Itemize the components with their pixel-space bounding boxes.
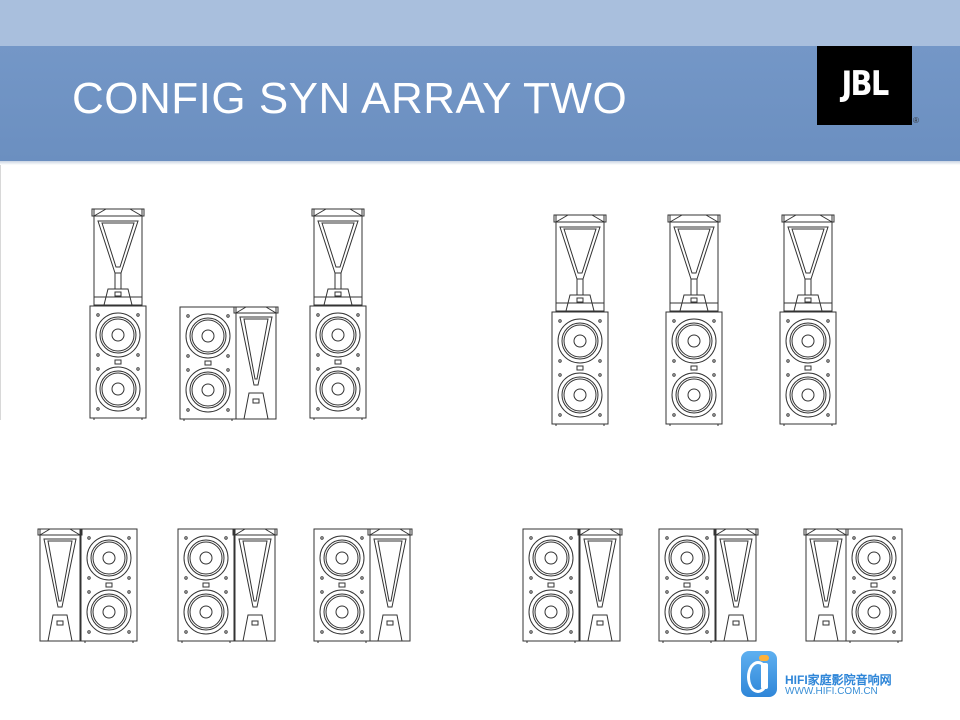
watermark-url: WWW.HIFI.COM.CN — [785, 686, 878, 697]
vertical-array-group-left — [90, 208, 366, 421]
header-top-band — [0, 0, 960, 46]
horn-left-cabinet — [37, 528, 137, 643]
woofer-cabinet — [552, 312, 608, 426]
jbl-logo: JBL — [817, 46, 912, 125]
horn-cabinet — [553, 214, 607, 312]
horn-cabinet — [311, 208, 365, 306]
slide-title: CONFIG SYN ARRAY TWO — [72, 74, 628, 123]
horizontal-array-group-left — [37, 528, 413, 643]
horn-right-cabinet — [659, 528, 759, 643]
horn-cabinet — [91, 208, 145, 306]
horn-right-cabinet — [314, 528, 413, 643]
left-margin-rule — [0, 165, 1, 420]
registered-mark: ® — [913, 116, 919, 125]
woofer-cabinet — [666, 312, 722, 426]
watermark-site-name: HIFI家庭影院音响网 — [785, 673, 892, 687]
horizontal-array-group-right — [523, 528, 902, 643]
horn-right-cabinet — [178, 528, 278, 643]
wide-cabinet-horn-right — [180, 306, 279, 421]
speaker-configuration-diagram — [37, 208, 960, 655]
jbl-logo-text: JBL — [841, 64, 889, 104]
horn-right-cabinet — [523, 528, 623, 643]
horn-cabinet — [667, 214, 721, 312]
title-band — [0, 46, 960, 161]
horn-cabinet — [781, 214, 835, 312]
vertical-array-group-right — [552, 214, 836, 426]
title-band-shadow — [0, 161, 960, 165]
woofer-cabinet — [90, 306, 146, 420]
woofer-cabinet — [310, 306, 366, 420]
horn-left-cabinet — [803, 528, 902, 643]
hifi-watermark: HIFI家庭影院音响网 WWW.HIFI.COM.CN — [741, 651, 921, 701]
woofer-cabinet — [780, 312, 836, 426]
hifi-logo-icon — [741, 651, 777, 697]
